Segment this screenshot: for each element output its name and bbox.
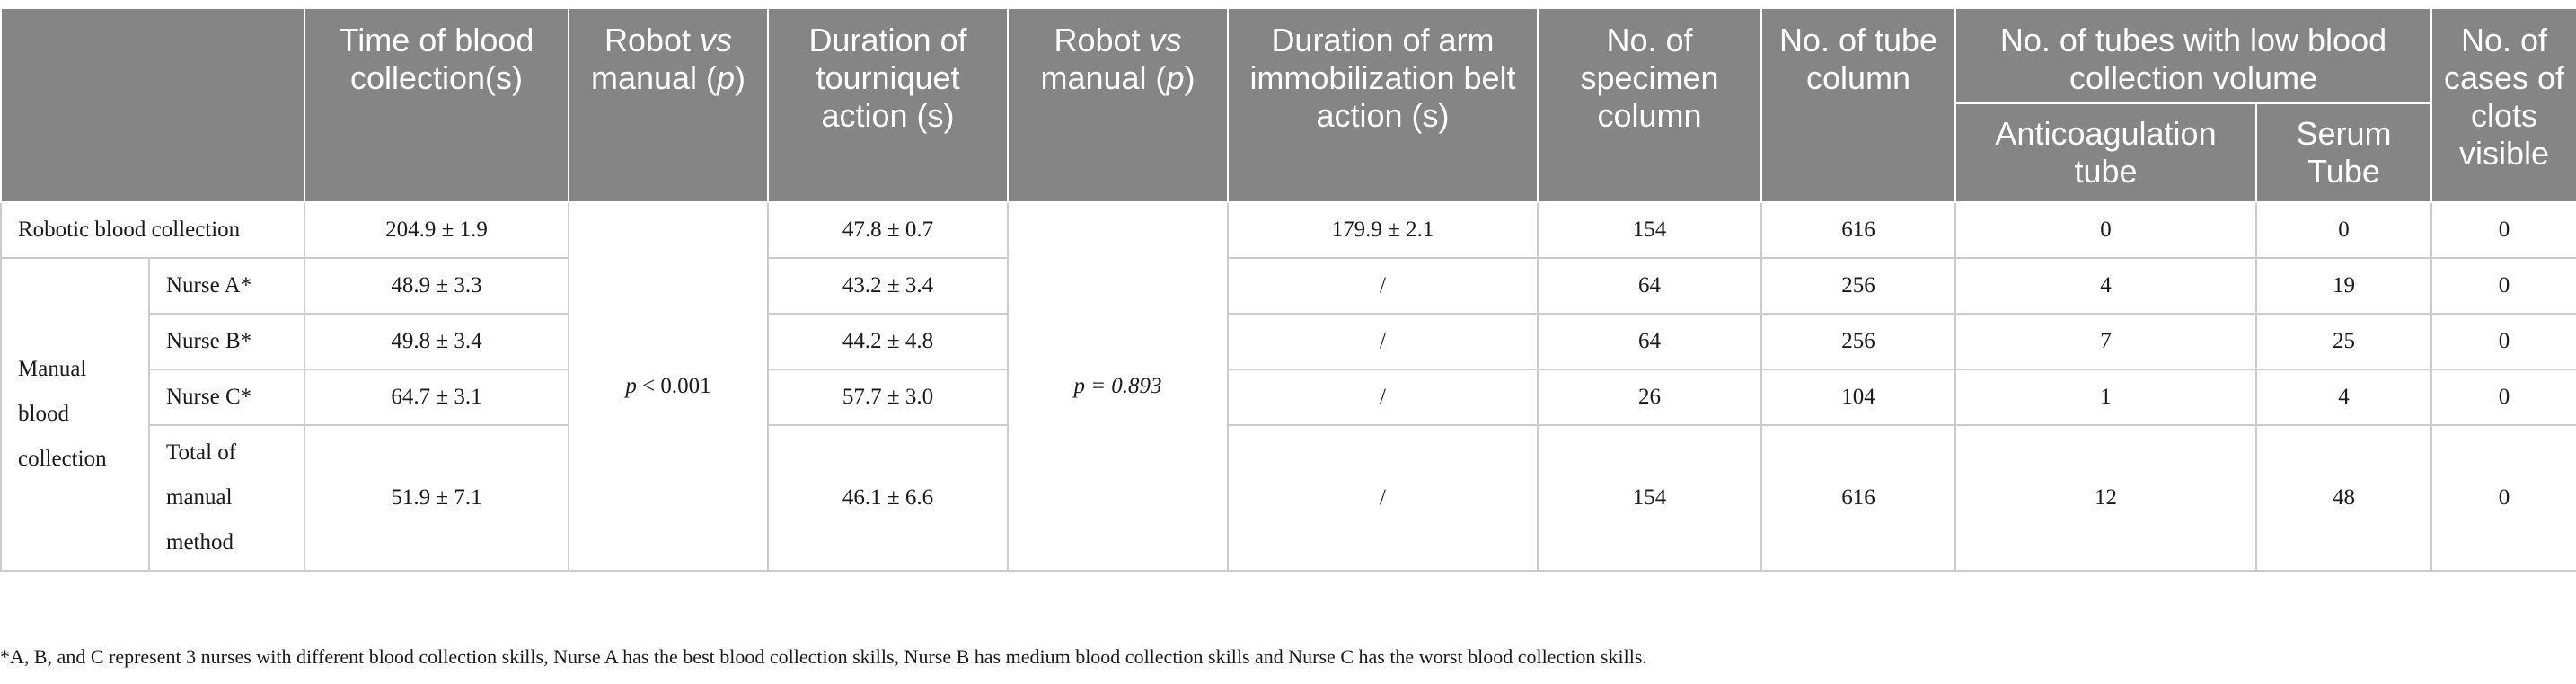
header-row-1: Time of blood collection(s) Robot vs man… xyxy=(0,7,2576,203)
results-table: Time of blood collection(s) Robot vs man… xyxy=(0,7,2576,572)
header-corner xyxy=(0,7,305,203)
cell-specimen: 64 xyxy=(1537,313,1762,370)
cell-anticoag: 0 xyxy=(1954,201,2257,259)
header-robot-vs-manual-2: Robot vs manual (p) xyxy=(1007,7,1229,203)
cell-specimen: 154 xyxy=(1537,424,1762,572)
cell-p-value-2: p = 0.893 xyxy=(1007,201,1229,572)
table-row-total-manual: Total of manual method 51.9 ± 7.1 46.1 ±… xyxy=(1,424,2576,572)
cell-arm: 179.9 ± 2.1 xyxy=(1227,201,1539,259)
cell-arm: / xyxy=(1227,257,1539,315)
cell-anticoag: 4 xyxy=(1954,257,2257,315)
cell-arm: / xyxy=(1227,369,1539,426)
header-robot-vs-manual-1: Robot vs manual (p) xyxy=(568,7,769,203)
row-label-robotic: Robotic blood collection xyxy=(0,201,305,259)
cell-clots: 0 xyxy=(2430,201,2576,259)
row-label: Nurse A* xyxy=(148,257,305,315)
cell-clots: 0 xyxy=(2430,424,2576,572)
cell-serum: 48 xyxy=(2254,424,2433,572)
header-tourniquet: Duration of tourniquet action (s) xyxy=(767,7,1009,203)
row-label: Nurse B* xyxy=(148,313,305,370)
cell-anticoag: 12 xyxy=(1954,424,2257,572)
header-row-2: Anticoagulation tube Serum Tube xyxy=(1,102,2576,203)
header-tube: No. of tube column xyxy=(1760,7,1956,203)
table-row-robotic: Robotic blood collection 204.9 ± 1.9 p <… xyxy=(0,201,2576,572)
cell-serum: 4 xyxy=(2254,369,2433,426)
cell-tube: 616 xyxy=(1760,424,1956,572)
cell-specimen: 64 xyxy=(1537,257,1762,315)
cell-time: 48.9 ± 3.3 xyxy=(304,257,569,315)
row-label: Nurse C* xyxy=(148,369,305,426)
table-row-nurse-b: Nurse B* 49.8 ± 3.4 44.2 ± 4.8 / 64 256 … xyxy=(1,313,2576,370)
cell-serum: 0 xyxy=(2254,201,2433,259)
cell-arm: / xyxy=(1227,424,1539,572)
header-time: Time of blood collection(s) xyxy=(304,7,569,203)
header-low-volume: No. of tubes with low blood collection v… xyxy=(1954,7,2433,104)
cell-tourniquet: 46.1 ± 6.6 xyxy=(767,424,1009,572)
cell-specimen: 26 xyxy=(1537,369,1762,426)
header-anticoagulation: Anticoagulation tube xyxy=(1954,102,2257,203)
cell-time: 51.9 ± 7.1 xyxy=(304,424,569,572)
header-arm-belt: Duration of arm immobilization belt acti… xyxy=(1227,7,1539,203)
table-row-nurse-c: Nurse C* 64.7 ± 3.1 57.7 ± 3.0 / 26 104 … xyxy=(1,369,2576,426)
cell-specimen: 154 xyxy=(1537,201,1762,259)
cell-p-value-1: p < 0.001 xyxy=(568,201,769,572)
cell-serum: 19 xyxy=(2254,257,2433,315)
cell-tube: 256 xyxy=(1760,257,1956,315)
cell-time: 64.7 ± 3.1 xyxy=(304,369,569,426)
cell-time: 49.8 ± 3.4 xyxy=(304,313,569,370)
header-serum: Serum Tube xyxy=(2254,102,2433,203)
cell-time: 204.9 ± 1.9 xyxy=(304,201,569,259)
table-row-nurse-a: Manual blood collection Nurse A* 48.9 ± … xyxy=(0,257,2576,572)
cell-anticoag: 7 xyxy=(1954,313,2257,370)
header-specimen: No. of specimen column xyxy=(1537,7,1762,203)
cell-arm: / xyxy=(1227,313,1539,370)
cell-tube: 616 xyxy=(1760,201,1956,259)
cell-anticoag: 1 xyxy=(1954,369,2257,426)
row-label: Total of manual method xyxy=(148,424,305,572)
cell-serum: 25 xyxy=(2254,313,2433,370)
cell-clots: 0 xyxy=(2430,257,2576,315)
table-footnote: *A, B, and C represent 3 nurses with dif… xyxy=(0,645,1647,668)
cell-tourniquet: 47.8 ± 0.7 xyxy=(767,201,1009,259)
cell-clots: 0 xyxy=(2430,369,2576,426)
cell-clots: 0 xyxy=(2430,313,2576,370)
cell-tourniquet: 57.7 ± 3.0 xyxy=(767,369,1009,426)
header-clots: No. of cases of clots visible xyxy=(2430,7,2576,203)
cell-tube: 104 xyxy=(1760,369,1956,426)
cell-tourniquet: 44.2 ± 4.8 xyxy=(767,313,1009,370)
cell-tube: 256 xyxy=(1760,313,1956,370)
row-group-manual: Manual blood collection xyxy=(0,257,150,572)
cell-tourniquet: 43.2 ± 3.4 xyxy=(767,257,1009,315)
